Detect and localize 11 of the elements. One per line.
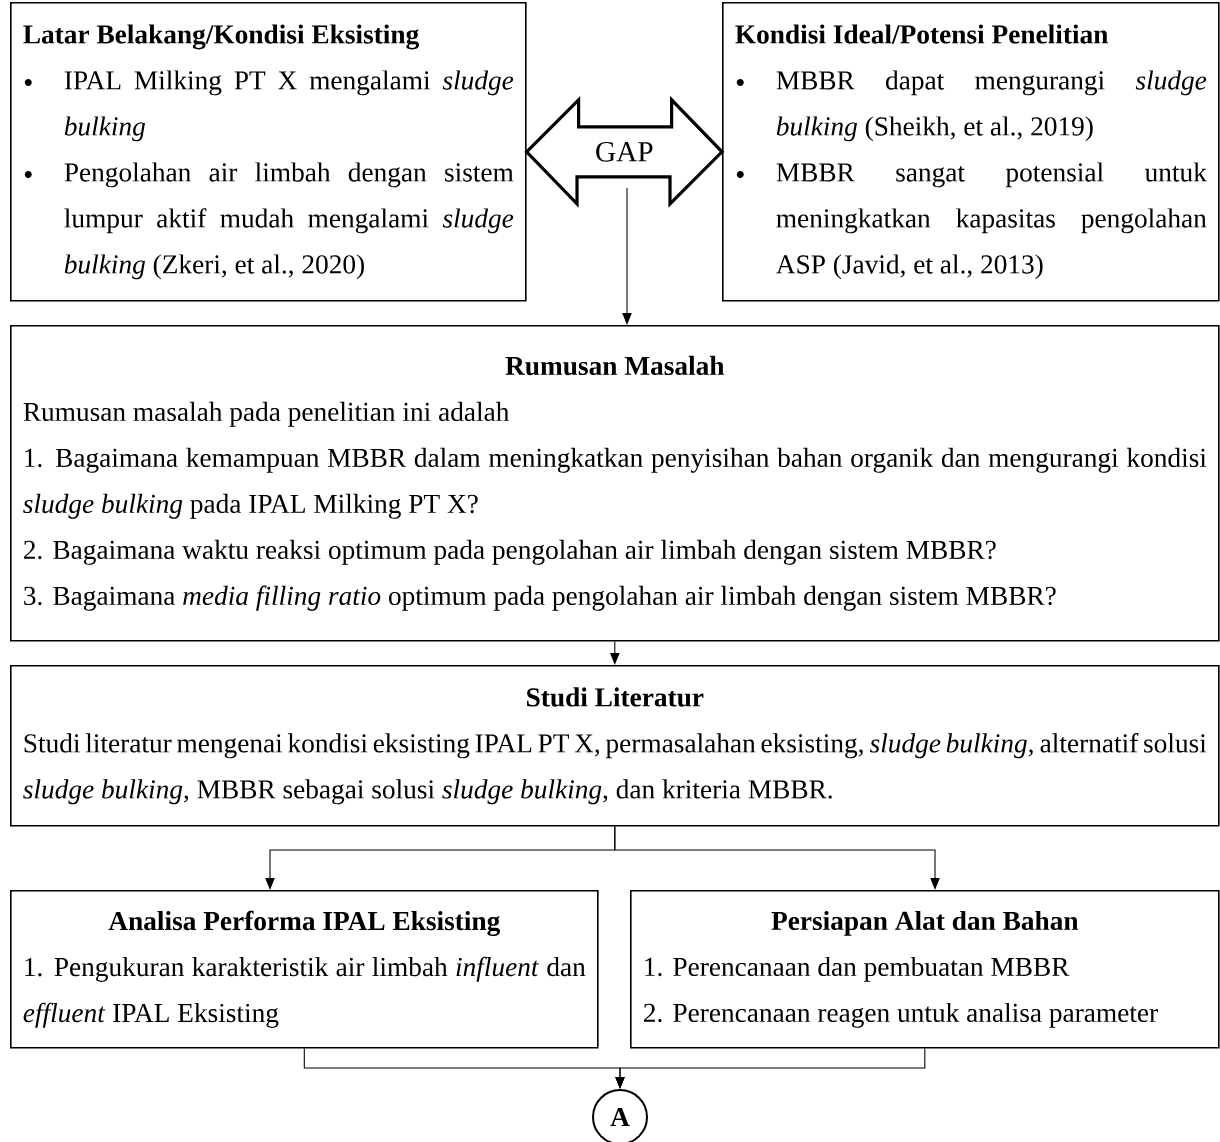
arrow [615,1048,926,1089]
arrow [614,826,940,890]
process-box: Rumusan Masalah Rumusan masalah pada penelitian ini adalah 1. Bagaimana kemampuan MBBR dalam meningkatkan penyisihan bahan organik dan mengurangi kondisi sludge bulking pada IPAL Milking PT X? 2. Bagaimana waktu reaksi optimum pada pengolahan air limbah dengan sistem MBBR? 3. Bagaimana media filling ratio optimum pada pengolahan air limbah dengan sistem MBBR? [10,325,1220,642]
process-box: Persiapan Alat dan Bahan 1. Perencanaan dan pembuatan MBBR 2. Perencanaan reagen untuk analisa parameter [630,890,1220,1049]
edge-label: GAP [596,141,653,162]
process-box: Analisa Performa IPAL Eksisting 1. Pengukuran karakteristik air limbah influent dan effluent IPAL Eksisting [10,890,599,1049]
arrow [610,641,620,665]
info-box: Kondisi Ideal/Potensi Penelitian MBBR dapat mengurangi sludge bulking (Sheikh, et al., 2019) MBBR sangat potensial untuk meningkatkan kapasitas pengolahan ASP (Javid, et al., 2013) [722,2,1220,302]
info-box: Latar Belakang/Kondisi Eksisting IPAL Milking PT X mengalami sludge bulking Pengolahan air limbah dengan sistem lumpur aktif mudah mengalami sludge bulking (Zkeri, et al., 2020) [10,2,527,302]
arrow [622,187,632,325]
process-box: Studi Literatur Studi literatur mengenai kondisi eksisting IPAL PT X, permasalahan eksisting, sludge bulking, alternatif solusi sludge bulking, MBBR sebagai solusi sludge bulking, dan kriteria MBBR. [10,665,1220,827]
